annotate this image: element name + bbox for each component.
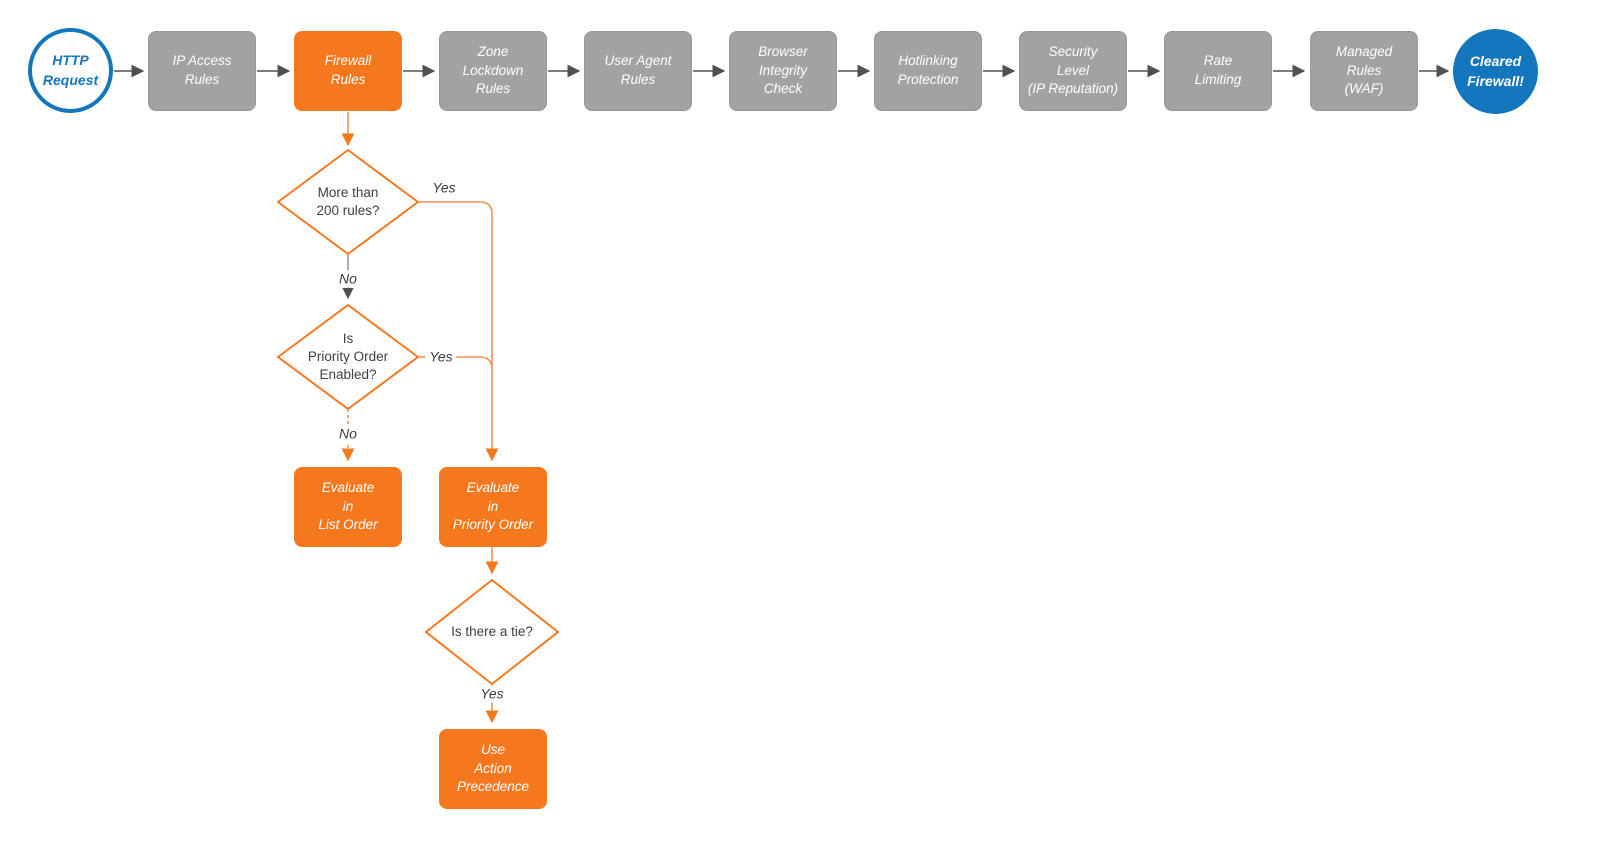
decision-priority-order-enabled: Is Priority Order Enabled? xyxy=(278,305,418,409)
branch-label-tie-yes: Yes xyxy=(476,685,508,703)
decision-more-than-200-rules: More than 200 rules? xyxy=(278,150,418,254)
decision-diamond-more-than-200 xyxy=(277,149,419,255)
node-rate-limiting: Rate Limiting xyxy=(1164,31,1272,111)
edge-decision2-yes-merge xyxy=(418,356,493,370)
node-label: Firewall Rules xyxy=(324,53,372,87)
node-label: Hotlinking Protection xyxy=(897,53,959,87)
branch-label-priority-enabled-no: No xyxy=(335,425,361,443)
decision-label: Is there a tie? xyxy=(451,624,533,640)
node-evaluate-in-priority-order: Evaluate in Priority Order xyxy=(439,467,547,547)
decision-is-there-a-tie: Is there a tie? xyxy=(426,580,558,684)
node-label: Managed Rules (WAF) xyxy=(1335,44,1393,97)
decision-diamond-priority-enabled xyxy=(277,304,419,410)
node-label: Rate Limiting xyxy=(1194,53,1242,87)
node-use-action-precedence: Use Action Precedence xyxy=(439,729,547,809)
node-cleared-firewall: Cleared Firewall! xyxy=(1453,29,1538,114)
node-http-request: HTTP Request xyxy=(28,28,113,113)
node-firewall-rules: Firewall Rules xyxy=(294,31,402,111)
node-user-agent-rules: User Agent Rules xyxy=(584,31,692,111)
node-label: Evaluate in List Order xyxy=(318,480,378,533)
branch-label-priority-enabled-yes: Yes xyxy=(425,348,457,366)
node-zone-lockdown-rules: Zone Lockdown Rules xyxy=(439,31,547,111)
node-hotlinking-protection: Hotlinking Protection xyxy=(874,31,982,111)
decision-label: Is Priority Order Enabled? xyxy=(307,331,389,382)
node-ip-access-rules: IP Access Rules xyxy=(148,31,256,111)
node-cleared-firewall-label: Cleared Firewall! xyxy=(1467,53,1524,89)
node-label: Evaluate in Priority Order xyxy=(452,480,534,533)
node-label: Browser Integrity Check xyxy=(758,44,808,97)
branch-label-more-than-200-yes: Yes xyxy=(432,179,456,196)
edge-decision1-yes-to-priority-order xyxy=(418,201,499,462)
node-label: Use Action Precedence xyxy=(456,742,530,795)
node-label: Security Level (IP Reputation) xyxy=(1027,44,1119,97)
node-http-request-label: HTTP Request xyxy=(42,52,99,88)
node-label: User Agent Rules xyxy=(604,53,672,87)
node-label: IP Access Rules xyxy=(172,53,232,87)
node-managed-rules-waf: Managed Rules (WAF) xyxy=(1310,31,1418,111)
node-evaluate-in-list-order: Evaluate in List Order xyxy=(294,467,402,547)
branch-label-more-than-200-no: No xyxy=(335,270,361,288)
node-label: Zone Lockdown Rules xyxy=(462,44,524,97)
decision-label: More than 200 rules? xyxy=(316,185,380,218)
decision-diamond-tie xyxy=(425,579,559,685)
node-security-level: Security Level (IP Reputation) xyxy=(1019,31,1127,111)
node-browser-integrity-check: Browser Integrity Check xyxy=(729,31,837,111)
